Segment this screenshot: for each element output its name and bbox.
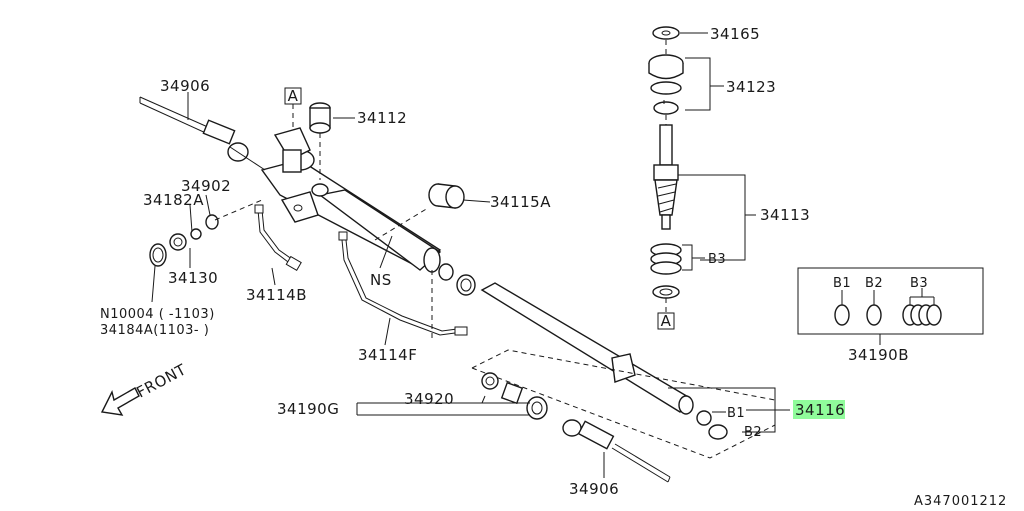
label-34902: 34902: [181, 177, 231, 195]
label-34184A: 34184A(1103- ): [100, 323, 209, 338]
front-arrow: FRONT: [100, 360, 190, 416]
pipe-34114B: [254, 204, 302, 272]
rack-housing: [260, 127, 442, 273]
left-small-parts: [149, 199, 263, 267]
rack-bar: [480, 282, 694, 415]
label-34906-bottom: 34906: [569, 480, 619, 498]
front-label: FRONT: [133, 360, 189, 401]
label-34190G: 34190G: [277, 400, 339, 418]
label-34113: 34113: [760, 206, 810, 224]
leader-lines: [151, 92, 790, 478]
label-34123: 34123: [726, 78, 776, 96]
label-b3-main: B3: [708, 252, 726, 267]
label-34114B: 34114B: [246, 286, 307, 304]
label-kit-b1: B1: [833, 276, 851, 291]
tie-rod-top: [139, 96, 266, 171]
label-kit-b2: B2: [865, 276, 883, 291]
diagram-id: A347001212: [914, 494, 1007, 509]
label-34182A: 34182A: [143, 191, 204, 209]
label-34112: 34112: [357, 109, 407, 127]
ref-box-a-right: A: [657, 312, 675, 330]
label-34114F: 34114F: [358, 346, 417, 364]
ref-a-right-label: A: [661, 312, 672, 330]
bushing-34115A: [374, 183, 476, 340]
bushing-34112: [309, 102, 331, 180]
label-34920: 34920: [404, 390, 454, 408]
kit-box-34190B: [797, 267, 984, 345]
label-34116: 34116: [795, 401, 845, 419]
label-34130: 34130: [168, 269, 218, 287]
label-34190B: 34190B: [848, 346, 909, 364]
pinion-assembly: [648, 26, 756, 312]
ref-box-a-left: A: [284, 87, 302, 130]
label-ns: NS: [370, 271, 392, 289]
lower-group: [471, 349, 776, 483]
label-34165: 34165: [710, 25, 760, 43]
highlight-34116: [793, 400, 845, 419]
label-34906-top: 34906: [160, 77, 210, 95]
label-b2-main: B2: [744, 425, 762, 440]
pipe-34114F: [338, 231, 468, 336]
label-b1-main: B1: [727, 406, 745, 421]
label-kit-b3: B3: [910, 276, 928, 291]
label-n10004: N10004 ( -1103): [100, 307, 215, 322]
label-34115A: 34115A: [490, 193, 551, 211]
ref-a-left-label: A: [288, 87, 299, 105]
